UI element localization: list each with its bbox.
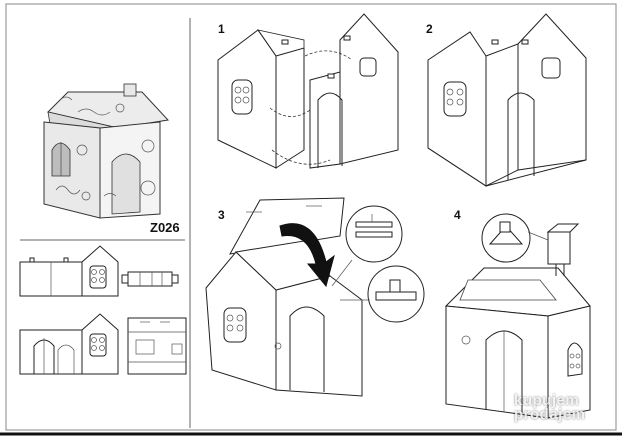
product-code: Z026 — [150, 220, 180, 235]
step-number-3: 3 — [218, 208, 225, 222]
step-3-drawing — [205, 197, 425, 397]
step-1-drawing — [217, 13, 399, 169]
sheet-border — [5, 3, 617, 431]
step-number-1: 1 — [218, 22, 225, 36]
flat-panel-top — [19, 245, 179, 297]
flat-panel-bottom — [19, 313, 187, 375]
step-number-4: 4 — [454, 208, 461, 222]
watermark-line-2: prodajem — [514, 406, 586, 423]
watermark-line-1: kupujem — [514, 392, 580, 409]
watermark: kupujem prodajem — [514, 392, 586, 423]
step-4-drawing — [444, 213, 591, 419]
decorated-house-illustration — [43, 83, 170, 219]
step-number-2: 2 — [426, 22, 433, 36]
step-2-drawing — [427, 13, 587, 187]
